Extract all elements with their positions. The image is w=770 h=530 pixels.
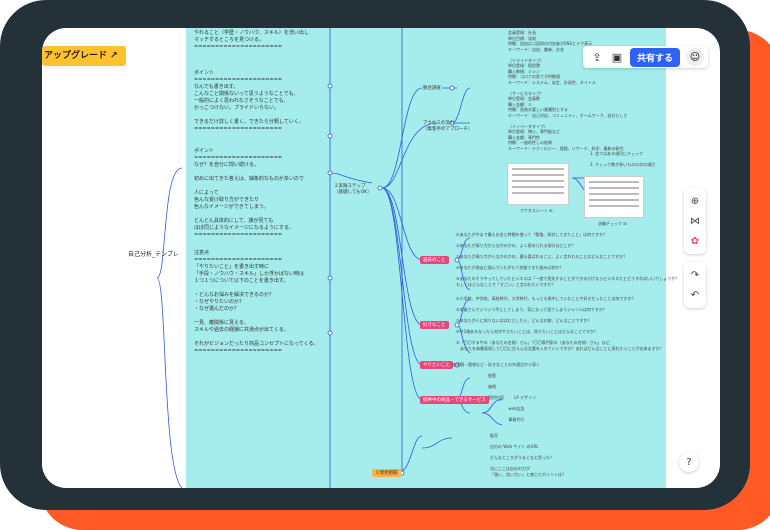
- branch-service[interactable]: 提供中の商品・できるサービス: [420, 396, 489, 404]
- note-capabilities[interactable]: やれること（学歴・ノウハウ、スキル）を洗い出し マッチするところを見つける。 =…: [194, 30, 309, 50]
- branch-past[interactable]: 過去のこと: [420, 256, 449, 264]
- likes-questions[interactable]: ①小学校、中学校、高校時代、大学時代、もっとも熱中していたことや好きだったことは…: [456, 296, 664, 351]
- app-screen: アップグレード ↗ 自己分析_テンプレ やれること（学歴・ノウハウ、スキル）を洗…: [42, 28, 720, 488]
- branch-current-state[interactable]: ３現状把握: [372, 469, 401, 477]
- top-toolbar: ⇪ ▣ 共有する ☺: [583, 46, 709, 68]
- mindmap-connectors: [156, 28, 591, 488]
- check-item-1[interactable]: 1. 会ではある項目にチェック: [590, 151, 644, 156]
- persona-list[interactable]: 会員登録：社長 単位目標：深刻 特徴：追加ばぶ認知の付加者がSNSとテク表示 キ…: [508, 30, 628, 151]
- upload-icon[interactable]: ⇪: [592, 50, 602, 64]
- note-caution[interactable]: 注意点 ===================== 「やりたいこと」を書き出す時…: [194, 250, 319, 354]
- note-point-1[interactable]: ポイント ===================== なんでも書き出す。 こんな…: [194, 70, 304, 132]
- undo-icon[interactable]: ↶: [690, 289, 700, 301]
- note-point-2[interactable]: ポイント ===================== なぜ？を自分に問い続ける。…: [194, 148, 304, 238]
- history-group: ↷ ↶: [684, 262, 706, 308]
- past-questions[interactable]: ①あなたがやまで最もお金と時間を使って「勉強、研究してきたこと」は何ですか？ ②…: [456, 232, 680, 287]
- redo-icon[interactable]: ↷: [690, 269, 700, 281]
- right-side-panel: ⊕ ⋈ ✿ ↷ ↶: [684, 188, 706, 316]
- access-sheet-thumbnail[interactable]: [507, 163, 569, 205]
- tool-group: ⊕ ⋈ ✿: [684, 188, 706, 254]
- upgrade-button[interactable]: アップグレード ↗: [42, 46, 126, 66]
- branch-want[interactable]: やりたいこと: [420, 361, 453, 369]
- device-frame: アップグレード ↗ 自己分析_テンプレ やれること（学歴・ノウハウ、スキル）を洗…: [0, 0, 750, 510]
- mindmap-root-node[interactable]: 自己分析_テンプレ: [128, 251, 179, 258]
- branch-steps[interactable]: ２実践ステップ （基礎してもOK）: [334, 184, 372, 195]
- style-check-caption: 流儀チェック ⊞: [598, 221, 627, 226]
- present-icon[interactable]: ▣: [611, 50, 623, 64]
- add-icon[interactable]: ⊕: [690, 195, 700, 207]
- layout-icon[interactable]: ⋈: [690, 215, 700, 227]
- want-item[interactable]: 価値観・理想など・好きなことの共通点から導く: [452, 362, 540, 367]
- branch-likes[interactable]: 好きなこと: [420, 321, 449, 329]
- branch-access-flow[interactable]: アクセスの流れ （集客手のアプローチ）: [423, 121, 473, 132]
- access-sheet-caption: アクセスシート ⊞: [520, 208, 553, 213]
- style-check-thumbnail[interactable]: [584, 176, 644, 218]
- help-icon[interactable]: ?: [679, 452, 699, 472]
- check-item-2[interactable]: 2. チェック数が多いものの次の項目: [590, 162, 656, 167]
- avatar[interactable]: ☺: [686, 48, 705, 66]
- share-button[interactable]: 共有する: [630, 47, 681, 67]
- branch-competitor-research[interactable]: 競合調査: [423, 86, 441, 91]
- service-items[interactable]: 経歴 価格 提供内容 LP デザイン web広告 事務代行: [488, 373, 537, 422]
- current-state-items[interactable]: 販売 自分の Web サイト のURL どんなところがうまくなと思った？ 次にこ…: [490, 433, 566, 477]
- color-palette-icon[interactable]: ✿: [690, 235, 700, 247]
